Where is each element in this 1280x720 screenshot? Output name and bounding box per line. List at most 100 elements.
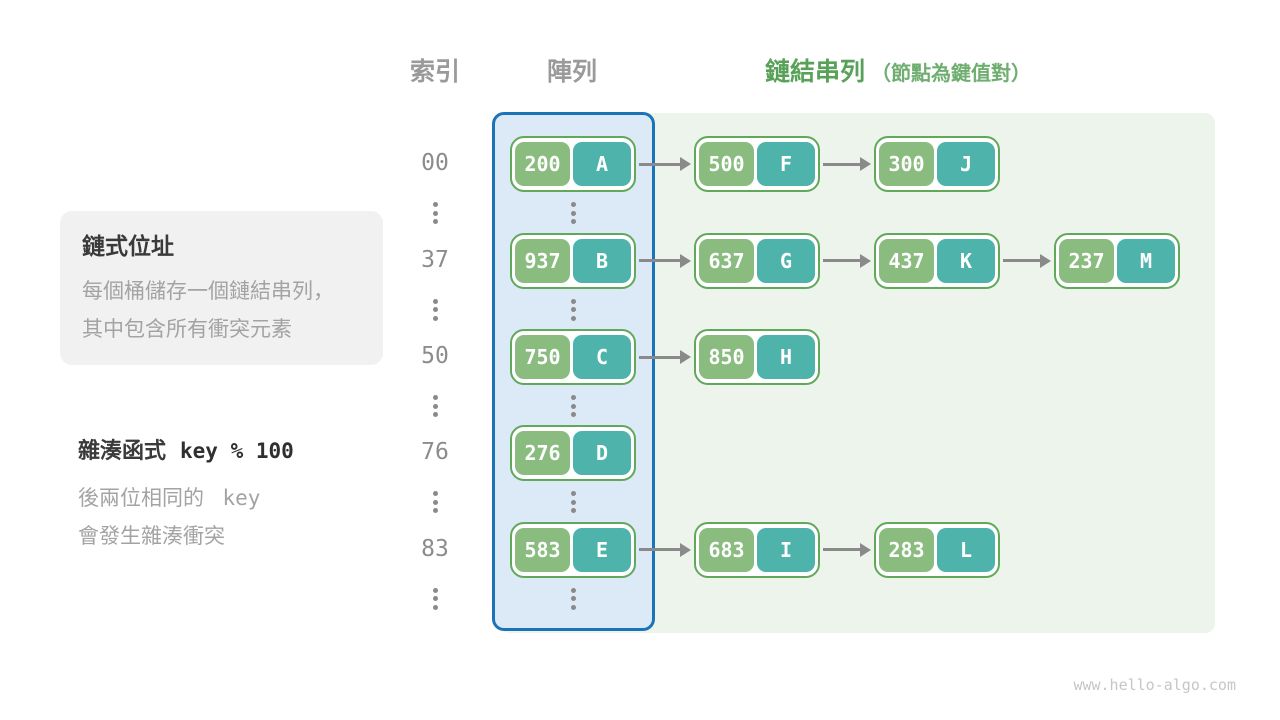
index-ellipsis (432, 587, 438, 610)
index-ellipsis (432, 491, 438, 513)
dot (432, 202, 438, 207)
hash-note-line-1-code (210, 486, 223, 510)
dot (570, 403, 576, 409)
dot (432, 499, 438, 505)
next-pointer-arrow (823, 253, 871, 268)
header-linked-list-title: 鏈結串列 (765, 58, 866, 86)
node-key: 937 (515, 238, 570, 283)
node-key: 200 (515, 142, 570, 186)
dot (432, 412, 438, 417)
dot (432, 403, 438, 409)
dot (570, 596, 576, 601)
index-label: 00 (421, 150, 449, 176)
info-box-line-2: 其中包含所有衝突元素 (82, 318, 292, 341)
node-key: 583 (515, 527, 570, 572)
array-ellipsis (570, 491, 576, 513)
node-value: G (757, 238, 815, 283)
header-index: 索引 (409, 58, 460, 86)
dot (432, 587, 438, 593)
footer-url: www.hello-algo.com (1073, 676, 1236, 694)
dot (570, 499, 576, 505)
dot (570, 298, 576, 304)
hash-note-title: 雜湊函式 (78, 438, 167, 463)
hash-note-line-1: 後兩位相同的 key (78, 486, 261, 510)
dot (432, 491, 438, 496)
info-box-title: 鏈式位址 (82, 233, 174, 259)
dot (570, 604, 576, 610)
dot (432, 210, 438, 216)
header-array: 陣列 (546, 58, 597, 86)
index-label: 76 (421, 439, 449, 465)
info-box-line-1: 每個桶儲存一個鏈結串列， (82, 280, 334, 303)
next-pointer-arrow (639, 157, 691, 171)
index-label: 50 (421, 343, 449, 369)
node-key: 300 (879, 142, 934, 186)
node-value: L (937, 527, 995, 572)
next-pointer-arrow (639, 542, 691, 557)
node-key: 437 (879, 238, 934, 283)
node-value: A (573, 142, 631, 186)
node-value: C (573, 335, 631, 379)
array-ellipsis (570, 202, 576, 224)
node-value: K (937, 238, 995, 283)
header-linked-list-note: （節點為鍵值對） (871, 63, 1032, 85)
array-ellipsis (570, 298, 576, 321)
node-key: 500 (699, 142, 754, 186)
chaining-info-box: 鏈式位址 每個桶儲存一個鏈結串列， 其中包含所有衝突元素 (60, 211, 383, 365)
node-key: 637 (699, 238, 754, 283)
node-key: 683 (699, 527, 754, 572)
dot (432, 298, 438, 304)
next-pointer-arrow (639, 350, 691, 364)
node-value: B (573, 238, 631, 283)
dot (570, 395, 576, 400)
node-key: 283 (879, 527, 934, 572)
dot (570, 412, 576, 417)
node-value: E (573, 527, 631, 572)
dot (570, 202, 576, 207)
next-pointer-arrow (639, 253, 691, 268)
hash-note-line-2: 會發生雜湊衝突 (78, 525, 225, 548)
next-pointer-arrow (823, 542, 871, 557)
dot (570, 210, 576, 216)
index-ellipsis (432, 395, 438, 417)
hash-function-note: 雜湊函式 key % 100 後兩位相同的 key 會發生雜湊衝突 (78, 433, 294, 556)
node-value: F (757, 142, 815, 186)
node-value: J (937, 142, 995, 186)
node-key: 237 (1059, 238, 1114, 283)
index-label: 37 (421, 246, 449, 273)
hash-function-code: key % 100 (180, 439, 294, 463)
dot (570, 315, 576, 321)
node-key: 276 (515, 431, 570, 475)
index-ellipsis (432, 202, 438, 224)
dot (570, 508, 576, 513)
dot (570, 491, 576, 496)
dot (432, 508, 438, 513)
dot (432, 219, 438, 224)
index-label: 83 (421, 535, 449, 562)
node-value: M (1117, 238, 1175, 283)
dot (432, 307, 438, 312)
array-ellipsis (570, 395, 576, 417)
next-pointer-arrow (1003, 253, 1051, 268)
dot (432, 596, 438, 601)
dot (570, 587, 576, 593)
node-key: 750 (515, 335, 570, 379)
array-ellipsis (570, 587, 576, 610)
dot (432, 395, 438, 400)
header-linked-list: 鏈結串列 （節點為鍵值對） (765, 52, 1031, 88)
dot (432, 604, 438, 610)
next-pointer-arrow (823, 157, 871, 171)
